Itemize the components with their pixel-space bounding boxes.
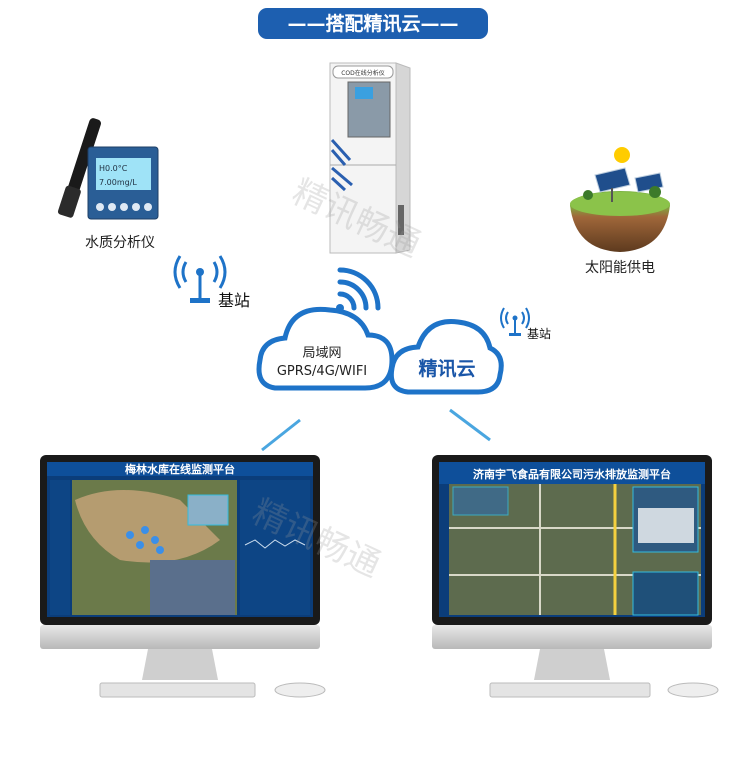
base-station-left: 基站 bbox=[173, 255, 250, 310]
screen-right-title: 济南宇飞食品有限公司污水排放监测平台 bbox=[473, 467, 671, 481]
lan-cloud-line2: GPRS/4G/WIFI bbox=[277, 364, 367, 379]
keyboard-left bbox=[99, 682, 256, 698]
jingxun-cloud: 精讯云 bbox=[388, 319, 504, 395]
analyzer-display-value: 7.00mg/L bbox=[99, 178, 137, 187]
lan-cloud: 局域网 GPRS/4G/WIFI bbox=[256, 306, 395, 391]
mouse-left bbox=[274, 682, 326, 698]
connector-line-left bbox=[261, 418, 301, 452]
analyzer-display-temp: H0.0°C bbox=[99, 164, 128, 173]
lan-cloud-line1: 局域网 bbox=[302, 346, 341, 361]
water-analyzer-label: 水质分析仪 bbox=[85, 235, 155, 251]
banner-title: ——搭配精讯云—— bbox=[287, 12, 458, 35]
base-station-right: 基站 bbox=[500, 307, 551, 341]
screen-left-title: 梅林水库在线监测平台 bbox=[125, 462, 235, 476]
solar-label: 太阳能供电 bbox=[585, 260, 655, 276]
cod-analyzer-cabinet: COD在线分析仪 bbox=[329, 62, 411, 254]
base-station-left-label: 基站 bbox=[218, 291, 250, 310]
water-quality-analyzer: H0.0°C 7.00mg/L 水质分析仪 bbox=[57, 118, 159, 251]
monitor-right: 济南宇飞食品有限公司污水排放监测平台 bbox=[432, 455, 719, 698]
antenna-tower-icon bbox=[173, 255, 227, 303]
monitor-left: 梅林水库在线监测平台 bbox=[40, 455, 326, 698]
base-station-right-label: 基站 bbox=[527, 327, 551, 341]
wifi-icon bbox=[336, 267, 381, 312]
solar-power: 太阳能供电 bbox=[570, 147, 670, 276]
connector-line-right bbox=[449, 408, 491, 442]
keyboard-right bbox=[489, 682, 651, 698]
cabinet-label: COD在线分析仪 bbox=[341, 69, 385, 77]
title-banner: ——搭配精讯云—— bbox=[258, 8, 488, 39]
antenna-tower-icon bbox=[500, 307, 530, 336]
cloud-platform-label: 精讯云 bbox=[418, 357, 475, 380]
mouse-right bbox=[667, 682, 719, 698]
